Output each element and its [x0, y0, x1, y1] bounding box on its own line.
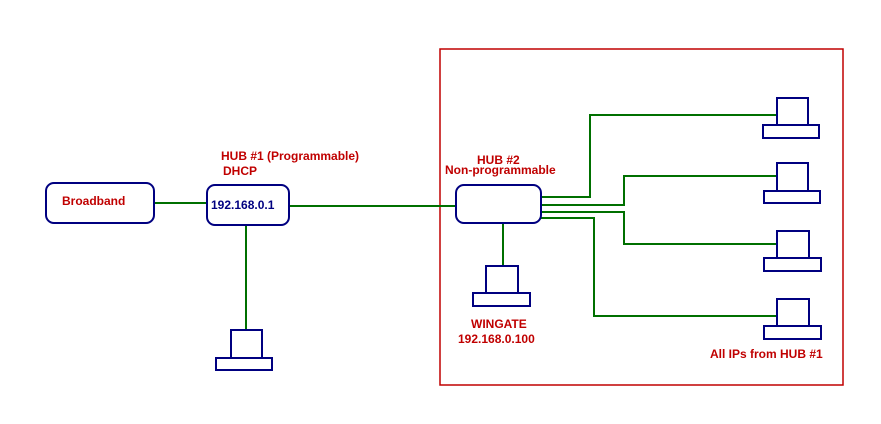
hub1-dhcp-label: DHCP [223, 164, 258, 178]
wires [154, 114, 777, 330]
broadband-label: Broadband [62, 194, 126, 208]
computer-icon [763, 162, 821, 204]
hub1-title: HUB #1 (Programmable) [221, 149, 360, 163]
wire-hub2-client-2 [541, 175, 777, 206]
computer-icon [763, 298, 822, 340]
computer-icon [215, 329, 273, 371]
hub2-subtitle: Non-programmable [445, 163, 556, 177]
wingate-ip-label: 192.168.0.100 [458, 332, 535, 346]
hub2-title: HUB #2 [477, 153, 520, 167]
network-boundary [439, 48, 844, 386]
hub1-device [206, 184, 290, 226]
wingate-label: WINGATE [471, 317, 527, 331]
computer-icon [762, 97, 820, 139]
broadband-device [45, 182, 155, 224]
computer-icon [472, 265, 531, 307]
hub1-ip-label: 192.168.0.1 [211, 198, 275, 212]
wire-hub2-client-1 [541, 114, 777, 198]
wire-hub2-client-3 [541, 211, 777, 245]
hub2-device [455, 184, 542, 224]
clients-note: All IPs from HUB #1 [710, 347, 823, 361]
wire-hub2-client-4 [541, 217, 777, 317]
computer-icon [763, 230, 822, 272]
